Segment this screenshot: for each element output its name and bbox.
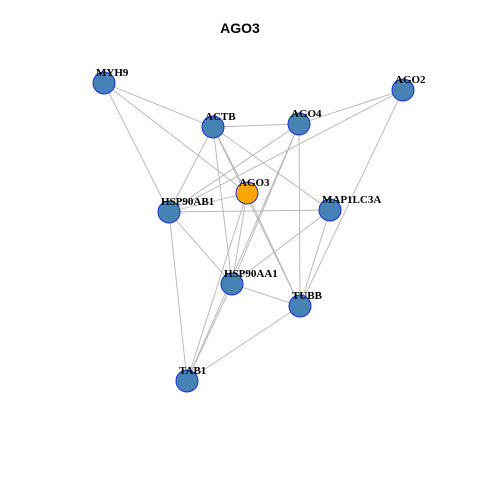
edge-ago3-hsp90aa1 <box>231 192 248 285</box>
node-label-hsp90aa1: HSP90AA1 <box>224 268 278 280</box>
edge-ago3-hsp90ab1 <box>168 192 248 213</box>
edge-actb-map1lc3a <box>212 126 331 211</box>
edge-hsp90ab1-tab1 <box>168 211 188 382</box>
node-label-hsp90ab1: HSP90AB1 <box>161 196 214 208</box>
edge-layer <box>103 82 404 382</box>
edge-ago2-hsp90ab1 <box>168 89 404 213</box>
edge-ago2-ago4 <box>298 89 404 125</box>
edge-hsp90aa1-tubb <box>231 283 301 307</box>
diagram-title: AGO3 <box>220 20 260 36</box>
node-label-actb: ACTB <box>205 111 236 123</box>
node-map1lc3a: MAP1LC3A <box>318 194 381 222</box>
edge-myh9-hsp90ab1 <box>103 82 170 213</box>
node-ago2: AGO2 <box>391 74 426 102</box>
node-actb: ACTB <box>201 111 236 139</box>
edge-map1lc3a-tubb <box>299 209 331 307</box>
node-label-ago3: AGO3 <box>239 177 270 189</box>
edge-myh9-ago3 <box>103 82 248 194</box>
node-label-tab1: TAB1 <box>179 365 206 377</box>
node-myh9: MYH9 <box>92 67 129 95</box>
node-circle-myh9 <box>92 71 116 95</box>
edge-hsp90ab1-hsp90aa1 <box>168 211 233 285</box>
node-circle-actb <box>201 115 225 139</box>
node-label-ago2: AGO2 <box>395 74 426 86</box>
node-label-tubb: TUBB <box>292 290 323 302</box>
node-label-ago4: AGO4 <box>291 108 322 120</box>
node-circle-tubb <box>288 294 312 318</box>
node-ago4: AGO4 <box>287 108 322 136</box>
node-circle-hsp90aa1 <box>220 272 244 296</box>
node-tubb: TUBB <box>288 290 323 318</box>
node-circle-ago2 <box>391 78 415 102</box>
node-circle-hsp90ab1 <box>157 200 181 224</box>
edge-ago2-tubb <box>299 89 404 307</box>
edge-actb-ago3 <box>212 126 248 194</box>
edge-ago4-hsp90ab1 <box>168 123 300 213</box>
edge-ago4-tab1 <box>186 123 300 382</box>
edge-ago3-tubb <box>246 192 301 307</box>
edge-tubb-tab1 <box>186 305 301 382</box>
edge-myh9-actb <box>103 82 214 128</box>
edge-hsp90ab1-map1lc3a <box>168 209 331 213</box>
node-ago3: AGO3 <box>235 177 270 205</box>
edge-hsp90aa1-tab1 <box>186 283 233 382</box>
node-circle-ago3 <box>235 181 259 205</box>
edge-map1lc3a-hsp90aa1 <box>231 209 331 285</box>
edge-actb-tubb <box>212 126 301 307</box>
node-hsp90ab1: HSP90AB1 <box>157 196 214 224</box>
node-label-map1lc3a: MAP1LC3A <box>322 194 381 206</box>
node-label-myh9: MYH9 <box>96 67 129 79</box>
edge-actb-hsp90aa1 <box>212 126 233 285</box>
edge-actb-hsp90ab1 <box>168 126 214 213</box>
edge-ago4-tubb <box>298 123 301 307</box>
edge-ago3-tab1 <box>186 192 248 382</box>
edge-actb-ago4 <box>212 123 300 128</box>
node-circle-tab1 <box>175 369 199 393</box>
node-hsp90aa1: HSP90AA1 <box>220 268 278 296</box>
node-tab1: TAB1 <box>175 365 206 393</box>
node-circle-map1lc3a <box>318 198 342 222</box>
node-circle-ago4 <box>287 112 311 136</box>
